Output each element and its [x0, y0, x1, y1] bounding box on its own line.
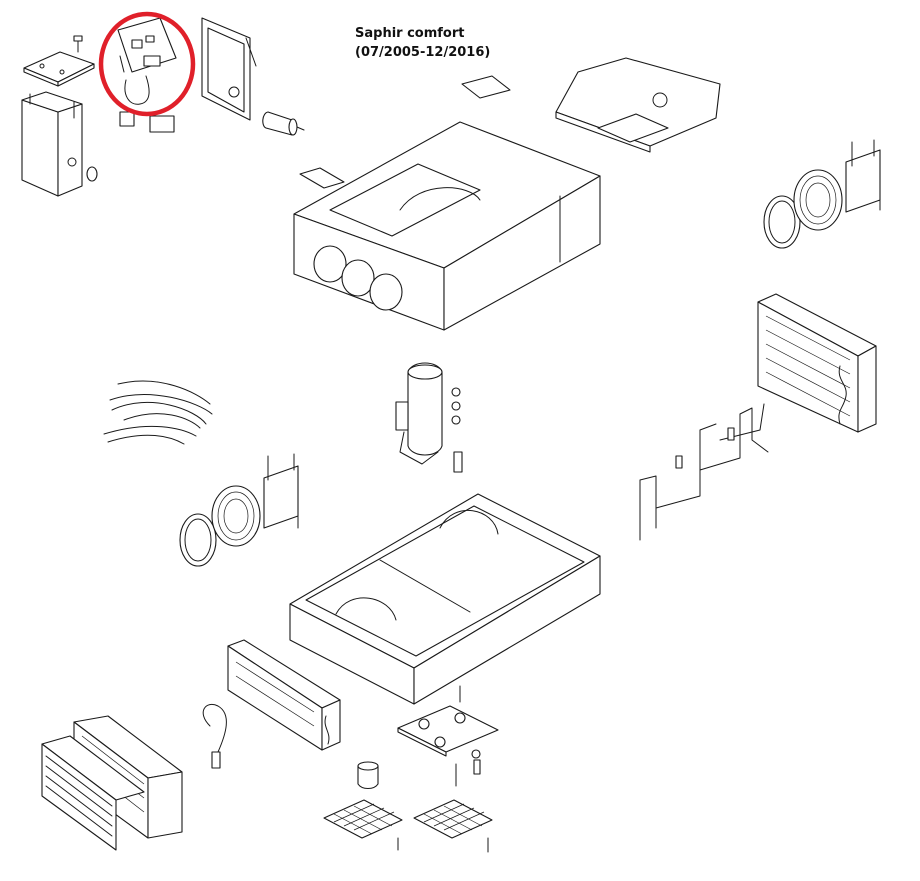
- blower-fan-upper-part: [763, 139, 881, 249]
- evaporator-coil-part: [227, 639, 341, 751]
- refrigerant-pipes-part: [639, 403, 769, 541]
- grommet-part: [357, 761, 379, 790]
- diagram-title: Saphir comfort (07/2005-12/2016): [355, 24, 490, 62]
- mesh-screen-left-part: [323, 799, 403, 851]
- mounting-plate-part: [23, 35, 95, 87]
- intake-grille-part: [41, 735, 145, 851]
- control-circuit-board-part: [117, 17, 177, 133]
- upper-housing-part: [293, 75, 601, 331]
- compressor-part: [395, 362, 463, 473]
- capacitor-part: [262, 111, 305, 136]
- base-tray-part: [289, 493, 601, 705]
- temperature-sensor-part: [202, 704, 227, 769]
- condenser-coil-part: [757, 293, 877, 433]
- title-period: (07/2005-12/2016): [355, 45, 491, 60]
- highlight-circle: [98, 11, 196, 117]
- electronics-cover-part: [21, 91, 98, 197]
- top-cover-plate-part: [555, 57, 721, 153]
- mesh-screen-right-part: [413, 799, 493, 853]
- side-panel-part: [201, 17, 257, 121]
- wiring-harness-part: [103, 380, 213, 445]
- title-model: Saphir comfort: [355, 26, 465, 41]
- blower-fan-lower-part: [179, 453, 299, 567]
- mounting-bracket-part: [397, 685, 499, 787]
